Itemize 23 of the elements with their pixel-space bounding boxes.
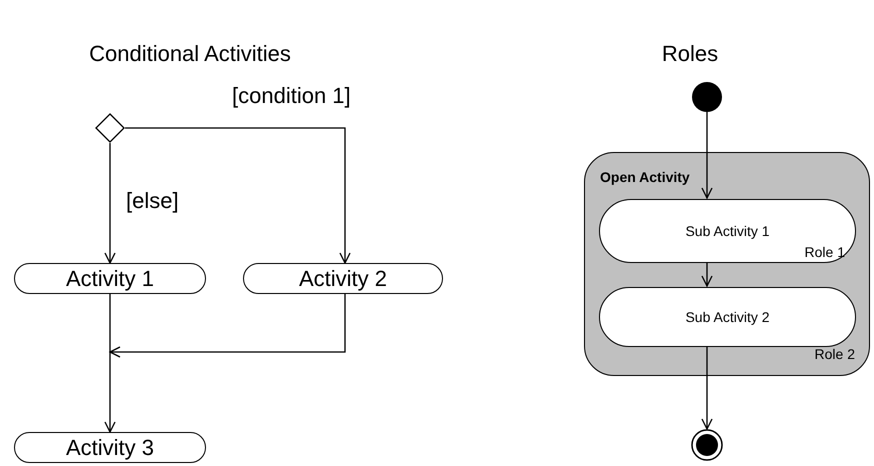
edge-label: [condition 1] xyxy=(232,85,351,107)
arrow xyxy=(104,294,116,433)
activity-box xyxy=(243,263,443,294)
edge-label: [else] xyxy=(126,190,179,212)
arrow xyxy=(701,346,713,430)
activity-text: Activity 3 xyxy=(66,436,154,458)
arrow xyxy=(109,294,346,358)
activity-text: Sub Activity 1 xyxy=(685,224,770,238)
role-label: Role 2 xyxy=(814,345,855,364)
section-title: Conditional Activities xyxy=(89,43,291,65)
activity-text: Sub Activity 2 xyxy=(685,310,770,324)
activity-container xyxy=(584,152,870,376)
arrow xyxy=(701,112,713,199)
activity-text: Activity 1 xyxy=(66,268,154,290)
arrow xyxy=(125,127,351,264)
arrow xyxy=(104,143,116,264)
section-title: Roles xyxy=(662,43,718,65)
activity-text: Activity 2 xyxy=(298,268,388,290)
activity-box xyxy=(14,263,206,294)
arrow xyxy=(701,262,713,287)
activity-heading: Open Activity xyxy=(600,168,690,187)
activity-box xyxy=(14,432,206,463)
role-label: Role 1 xyxy=(804,245,845,259)
